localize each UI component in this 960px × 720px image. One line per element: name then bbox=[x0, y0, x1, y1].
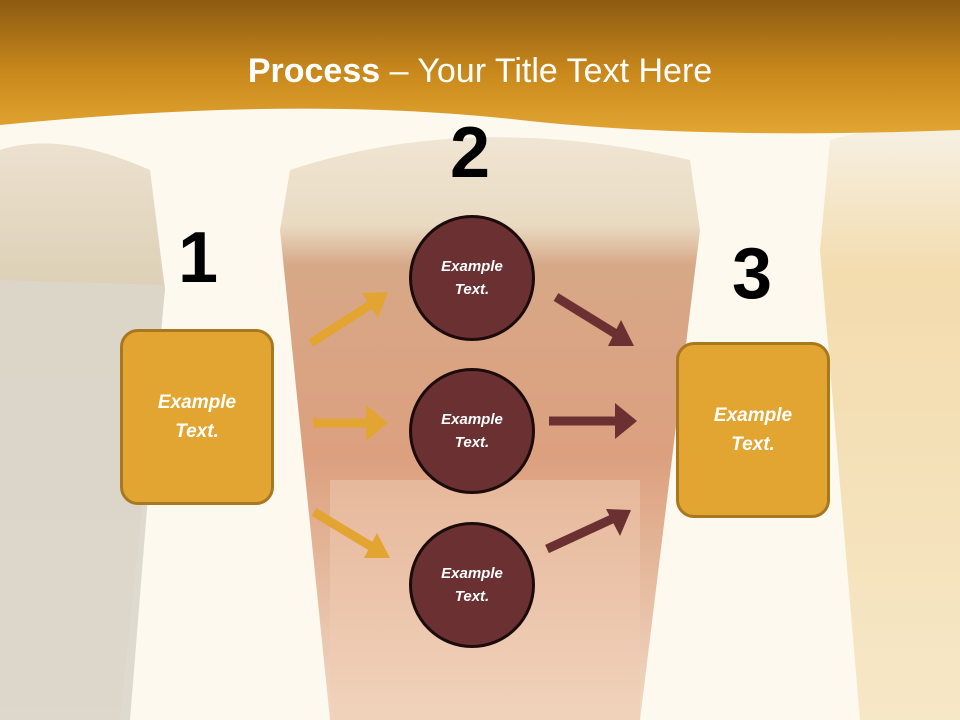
circle-top-text: Example Text. bbox=[441, 258, 503, 298]
title-bold-part: Process bbox=[247, 52, 381, 90]
left-box-text: Example Text. bbox=[157, 392, 237, 442]
step-number-1: 1 bbox=[178, 218, 219, 298]
circle-middle[interactable]: Example Text. bbox=[409, 368, 535, 494]
circle-bottom-text: Example Text. bbox=[441, 565, 503, 605]
circle-middle-text: Example Text. bbox=[441, 411, 503, 451]
right-box-text: Example Text. bbox=[713, 405, 793, 455]
arrow-right-middle bbox=[549, 403, 637, 439]
arrow-right-up bbox=[545, 509, 631, 554]
arrow-left-middle bbox=[313, 405, 388, 441]
step-number-2: 2 bbox=[450, 113, 491, 193]
arrow-left-up bbox=[308, 292, 388, 347]
arrow-left-down bbox=[311, 508, 390, 558]
left-process-box[interactable]: Example Text. bbox=[120, 329, 274, 505]
step-number-3: 3 bbox=[732, 234, 773, 314]
circle-top[interactable]: Example Text. bbox=[409, 215, 535, 341]
slide-title: Process – Your Title Text Here bbox=[0, 52, 960, 91]
circle-bottom[interactable]: Example Text. bbox=[409, 522, 535, 648]
title-rest-part: – Your Title Text Here bbox=[380, 52, 713, 90]
right-process-box[interactable]: Example Text. bbox=[676, 342, 830, 518]
arrow-right-down bbox=[553, 293, 634, 346]
